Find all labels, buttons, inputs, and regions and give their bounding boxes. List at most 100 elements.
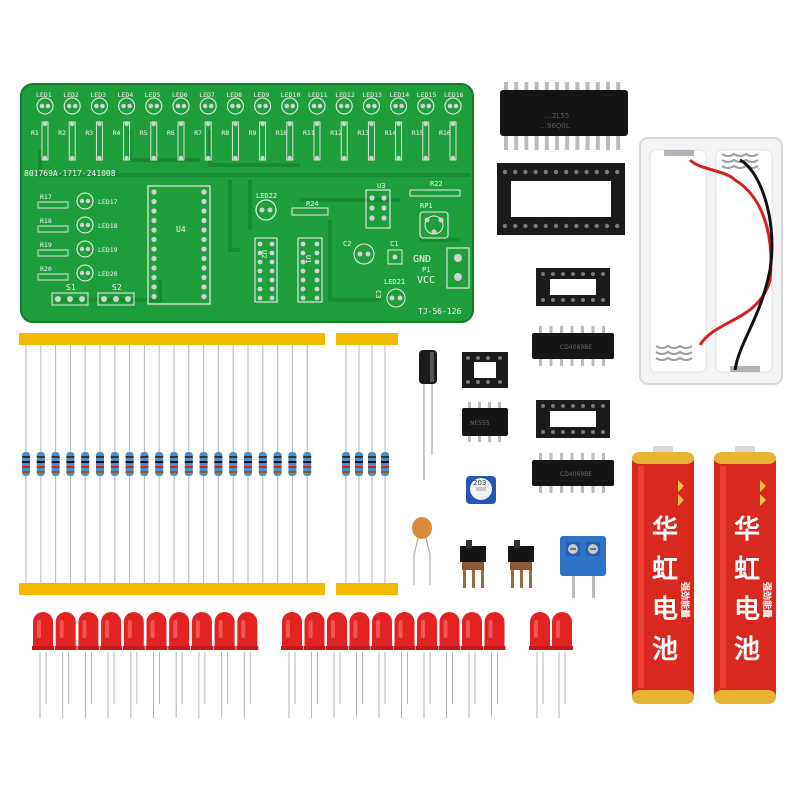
pcb-res-pad: [260, 155, 265, 161]
pcb-res-pad: [233, 121, 238, 127]
rp1-label: RP1: [420, 202, 433, 210]
led-group-2: [281, 612, 506, 718]
rp1-footprint: [419, 211, 449, 239]
resistor-band: [184, 461, 193, 463]
u4-pad: [201, 189, 207, 195]
led-highlight: [286, 620, 290, 638]
resistor-band: [170, 466, 178, 468]
pcb-left-res-label: R17: [40, 193, 52, 201]
ic-pin: [575, 136, 580, 150]
led-highlight: [376, 620, 380, 638]
pcb-led-pad: [121, 103, 126, 109]
pcb-left-res-label: R19: [40, 241, 52, 249]
pcb-led-label: LED12: [335, 91, 355, 99]
resistor-band: [184, 471, 193, 473]
socket-hole: [513, 223, 518, 229]
dip14-chip-2: CD4069BE: [532, 453, 614, 493]
chip-pin: [570, 358, 574, 366]
led-highlight: [173, 620, 178, 638]
pcb-left-led-pad: [79, 198, 85, 204]
socket-hole: [553, 169, 559, 175]
c2-label: C2: [343, 240, 351, 248]
u-pad: [257, 295, 263, 301]
u4-pad: [151, 208, 157, 214]
battery-arrow-icon: [678, 480, 684, 506]
led-highlight: [218, 620, 223, 638]
slide-switch-2: [508, 540, 534, 588]
socket-hole: [564, 223, 569, 229]
resistor-band: [155, 456, 164, 458]
battery-char: 虹: [652, 555, 678, 585]
resistor-band: [303, 461, 312, 463]
led-rim: [483, 646, 506, 650]
led-body: [78, 612, 99, 650]
u4-label: U4: [176, 225, 186, 234]
battery-char: 华: [652, 514, 678, 545]
socket-hole: [584, 169, 589, 175]
pcb-led-footprint: [335, 97, 353, 115]
resistor-band: [96, 461, 104, 463]
led-highlight: [37, 620, 41, 638]
pcb-res-label: R2: [58, 129, 66, 137]
led-highlight: [150, 620, 155, 638]
pcb-left-led-label: LED20: [98, 270, 118, 278]
pcb-left-led-pad: [79, 222, 85, 228]
resistor-band: [66, 461, 75, 463]
resistor-band: [229, 466, 238, 468]
ic-pin: [555, 136, 559, 150]
resistor-band: [36, 461, 45, 463]
ic-pin: [565, 82, 570, 91]
chip-pin: [570, 453, 574, 461]
resistor-band: [140, 471, 149, 473]
dip8-marking: NE555: [470, 420, 490, 427]
led-highlight: [556, 620, 560, 638]
pcb-led-pad: [263, 103, 268, 109]
resistor-band: [22, 456, 30, 458]
led-rim: [213, 646, 236, 650]
socket-hole: [502, 169, 508, 175]
resistor-band: [155, 466, 164, 468]
pcb-led-pad: [257, 103, 262, 109]
chip-pin: [591, 485, 595, 493]
socket-hole: [574, 169, 579, 175]
ic-pin: [504, 136, 508, 150]
pcb-led-label: LED2: [63, 91, 79, 99]
pot-label: 203: [473, 479, 486, 487]
resistor-band: [66, 466, 75, 468]
battery-top-band: [714, 452, 776, 464]
resistor-band: [140, 466, 149, 468]
switch-s2-footprint: [97, 292, 135, 306]
resistor-band: [22, 471, 30, 473]
pcb-res-pad: [396, 121, 401, 127]
u-pad: [300, 259, 306, 265]
u-pad: [300, 277, 306, 283]
pcb-res-label: R7: [194, 129, 202, 137]
pcb-res-pad: [206, 121, 211, 127]
pcb-led-pad: [311, 103, 317, 109]
u-pad: [314, 295, 320, 301]
led-rim: [348, 646, 371, 650]
chip-pin: [560, 326, 563, 334]
pcb-res-pad: [369, 121, 374, 127]
socket-hole: [591, 430, 595, 434]
socket-hole: [601, 272, 605, 276]
resistor-band: [258, 466, 267, 468]
pcb-left-led-label: LED19: [98, 246, 118, 254]
pcb-led-footprint: [118, 97, 136, 115]
resistor-band: [96, 466, 104, 468]
led-rim: [100, 646, 123, 650]
pcb-res-label: R4: [113, 129, 121, 137]
battery-char: 电: [652, 595, 678, 625]
vcc-label: VCC: [417, 275, 435, 286]
resistor-band: [36, 466, 45, 468]
trimmer-potentiometer: 203: [466, 476, 496, 504]
socket-hole: [541, 404, 545, 408]
socket-hole: [601, 430, 605, 434]
pcb-led-footprint: [36, 97, 54, 115]
dip8-chip: NE555: [462, 402, 508, 442]
u4-pad: [151, 217, 157, 224]
led-body: [214, 612, 235, 650]
socket-hole: [533, 169, 538, 175]
